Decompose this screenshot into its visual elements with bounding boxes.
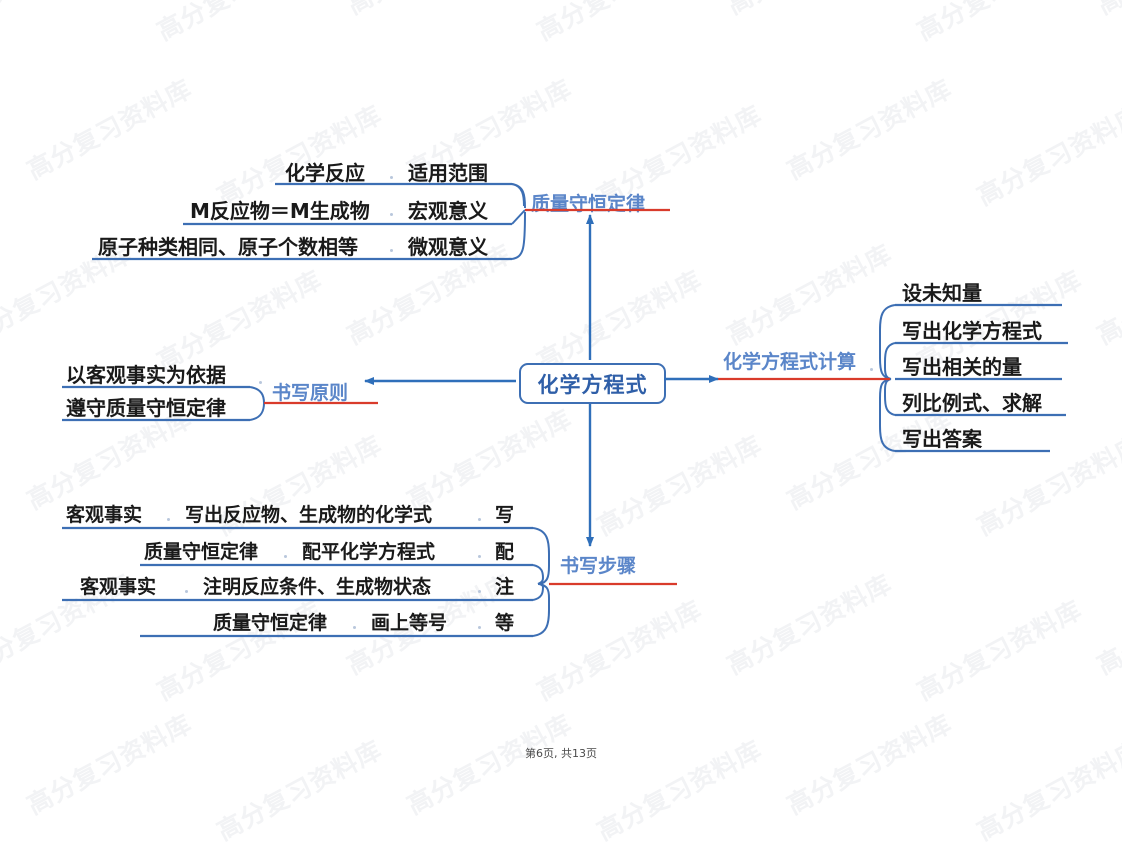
leaf-step-row-3-key[interactable]: 等 [495, 612, 515, 634]
row-separator-dot [390, 213, 393, 216]
row-separator-dot [390, 176, 393, 179]
leaf-mass-row-2-left[interactable]: 原子种类相同、原子个数相等 [98, 235, 358, 259]
leaf-step-row-2-basis[interactable]: 客观事实 [80, 576, 157, 598]
leaf-step-row-1-key[interactable]: 配 [495, 541, 515, 563]
mindmap-canvas: 化学方程式 质量守恒定律 化学反应 适用范围 M反应物＝M生成物 宏观意义 原子… [66, 161, 1042, 760]
row-separator-dot [353, 626, 356, 629]
branch-label-writing-steps[interactable]: 书写步骤 [560, 555, 637, 577]
leaf-calc-item-1[interactable]: 写出化学方程式 [902, 319, 1042, 343]
leaf-step-row-1-step[interactable]: 配平化学方程式 [302, 541, 436, 563]
leaf-step-row-3-step[interactable]: 画上等号 [371, 612, 448, 634]
branch-separator-dot [259, 381, 262, 384]
center-node[interactable]: 化学方程式 [519, 363, 666, 404]
leaf-mass-row-1-right[interactable]: 宏观意义 [408, 199, 488, 223]
leaf-step-row-0-step[interactable]: 写出反应物、生成物的化学式 [185, 504, 433, 526]
leaf-mass-row-1-left[interactable]: M反应物＝M生成物 [190, 199, 370, 223]
leaf-calc-item-3[interactable]: 列比例式、求解 [902, 391, 1042, 415]
row-separator-dot [478, 555, 481, 558]
leaf-step-row-1-basis[interactable]: 质量守恒定律 [144, 541, 259, 563]
leaf-mass-row-2-right[interactable]: 微观意义 [408, 235, 488, 259]
row-separator-dot [284, 555, 287, 558]
leaf-step-row-3-basis[interactable]: 质量守恒定律 [213, 612, 328, 634]
center-node-label: 化学方程式 [537, 372, 648, 397]
branch-separator-dot [870, 368, 873, 371]
branch-label-writing-principles[interactable]: 书写原则 [272, 382, 349, 404]
leaf-principle-item-0[interactable]: 以客观事实为依据 [66, 363, 226, 387]
leaf-calc-item-2[interactable]: 写出相关的量 [902, 355, 1022, 379]
leaf-mass-row-0-right[interactable]: 适用范围 [408, 161, 488, 185]
page-footer: 第6页, 共13页 [525, 747, 597, 760]
leaf-calc-item-4[interactable]: 写出答案 [902, 427, 982, 451]
leaf-step-row-2-step[interactable]: 注明反应条件、生成物状态 [203, 576, 432, 598]
row-separator-dot [478, 518, 481, 521]
row-separator-dot [167, 518, 170, 521]
leaf-calc-item-0[interactable]: 设未知量 [902, 281, 982, 305]
row-separator-dot [185, 590, 188, 593]
branch-label-mass-conservation[interactable]: 质量守恒定律 [531, 193, 646, 215]
leaf-principle-item-1[interactable]: 遵守质量守恒定律 [66, 396, 226, 420]
row-separator-dot [390, 249, 393, 252]
leaf-step-row-0-basis[interactable]: 客观事实 [66, 504, 143, 526]
leaf-step-row-2-key[interactable]: 注 [495, 576, 515, 598]
row-separator-dot [478, 590, 481, 593]
row-separator-dot [478, 626, 481, 629]
leaf-step-row-0-key[interactable]: 写 [495, 504, 515, 526]
branch-label-equation-calculation[interactable]: 化学方程式计算 [723, 351, 857, 373]
leaf-mass-row-0-left[interactable]: 化学反应 [285, 161, 365, 185]
